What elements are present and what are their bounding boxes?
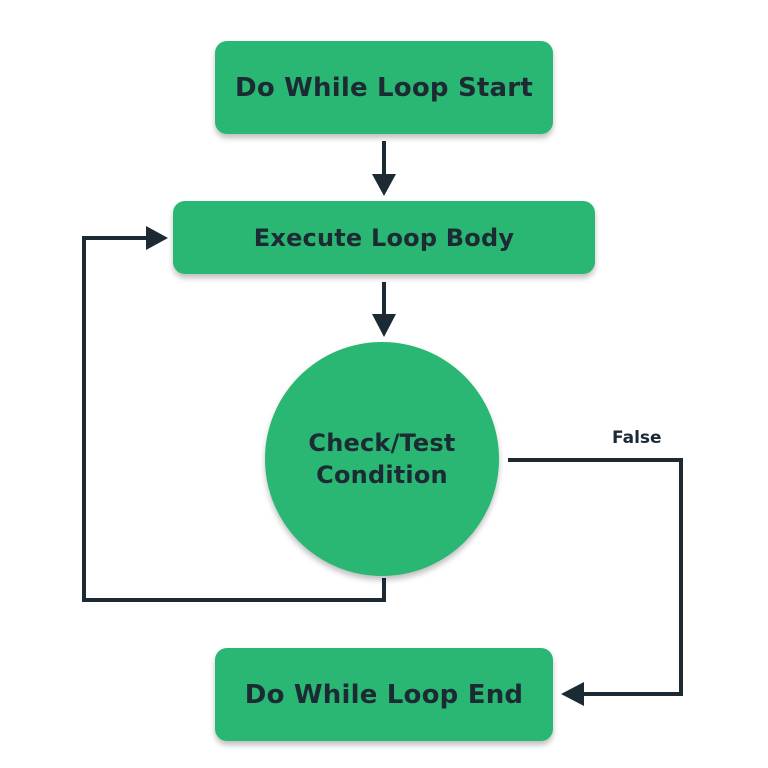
- end-node-label: Do While Loop End: [244, 679, 524, 710]
- loop-body-node: Execute Loop Body: [173, 201, 595, 274]
- arrowhead-loop-back: [146, 226, 168, 250]
- condition-node-label-line2: Condition: [316, 461, 448, 489]
- start-node-label: Do While Loop Start: [235, 72, 533, 103]
- arrowhead-body-to-check: [372, 314, 396, 337]
- start-node: Do While Loop Start: [215, 41, 553, 134]
- arrowhead-start-to-body: [372, 174, 396, 196]
- false-edge-label: False: [612, 428, 662, 448]
- condition-node: Check/Test Condition: [265, 342, 499, 576]
- loop-body-node-label: Execute Loop Body: [253, 223, 515, 252]
- end-node: Do While Loop End: [215, 648, 553, 741]
- condition-node-label-line1: Check/Test: [308, 428, 456, 457]
- arrowhead-false-to-end: [561, 682, 584, 706]
